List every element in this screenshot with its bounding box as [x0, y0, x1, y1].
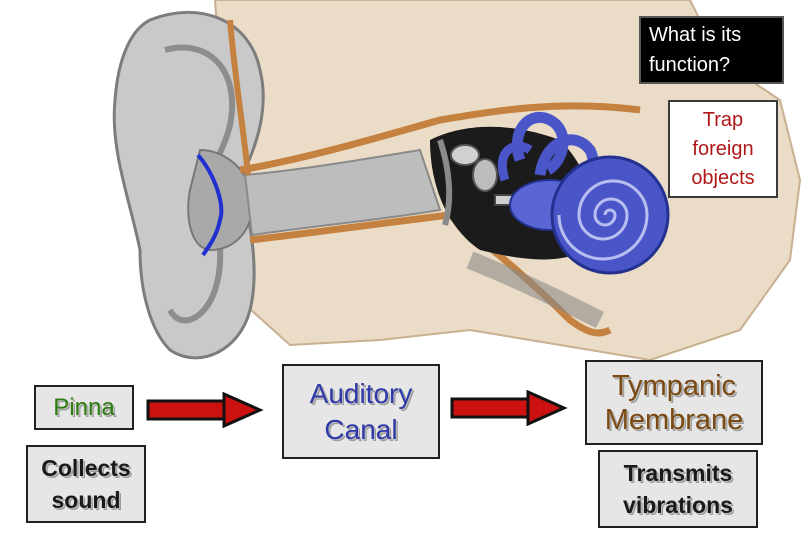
tissue-line-vertical [227, 19, 251, 176]
pinna-outer-ear [112, 10, 265, 360]
tympanic-membrane-label-box: Tympanic Membrane [585, 360, 763, 445]
tympanic-membrane-shape [437, 139, 453, 226]
semicircular-canal-3 [497, 141, 533, 182]
auditory-canal-function-text: Trap foreign objects [691, 108, 755, 189]
pinna-function-box: Collects sound [26, 445, 146, 523]
arrow-pinna-to-canal [146, 392, 264, 428]
pinna-function-text: Collects sound [41, 455, 131, 513]
tympanic-function-text: Transmits vibrations [623, 460, 733, 518]
semicircular-canal-1 [511, 111, 569, 175]
pinna-label-text: Pinna [53, 393, 115, 421]
tissue-line-upper [239, 102, 641, 174]
question-text: What is its function? [649, 24, 742, 76]
auditory-canal-function-box: Trap foreign objects [668, 100, 778, 198]
cochlea-shell [550, 155, 670, 275]
auditory-canal-tube [243, 148, 442, 237]
pinna-marker-line [196, 153, 224, 257]
ossicle-malleus [450, 144, 480, 166]
cochlea-spiral [557, 179, 649, 261]
tympanic-membrane-label-text: Tympanic Membrane [604, 369, 744, 436]
pinna-label-box: Pinna [34, 385, 134, 430]
question-box: What is its function? [639, 16, 784, 84]
ossicle-incus [472, 158, 498, 192]
auditory-canal-label-box: Auditory Canal [282, 364, 440, 459]
eustachian-tube [466, 251, 605, 329]
arrow-canal-to-tympanic [450, 390, 568, 426]
auditory-canal-label-text: Auditory Canal [309, 377, 413, 445]
tympanic-function-box: Transmits vibrations [598, 450, 758, 528]
